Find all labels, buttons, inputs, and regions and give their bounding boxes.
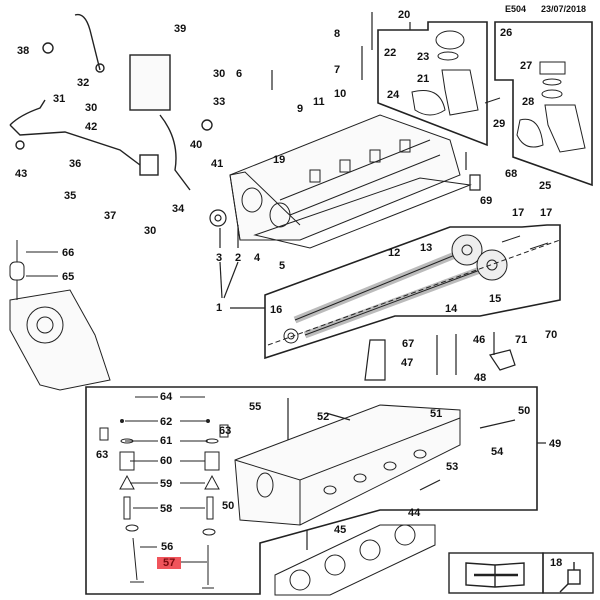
cam-cover-part bbox=[229, 114, 461, 241]
part-callout-7[interactable]: 7 bbox=[334, 64, 341, 76]
part-callout-16[interactable]: 16 bbox=[270, 304, 283, 316]
part-callout-51[interactable]: 51 bbox=[430, 408, 443, 420]
part-callout-17[interactable]: 17 bbox=[540, 207, 553, 219]
part-callout-39[interactable]: 39 bbox=[174, 23, 187, 35]
tool-box bbox=[542, 552, 594, 594]
part-callout-35[interactable]: 35 bbox=[64, 190, 77, 202]
part-callout-21[interactable]: 21 bbox=[417, 73, 430, 85]
part-callout-41[interactable]: 41 bbox=[211, 158, 224, 170]
part-callout-64[interactable]: 64 bbox=[160, 391, 173, 403]
part-callout-53[interactable]: 53 bbox=[446, 461, 459, 473]
part-callout-8[interactable]: 8 bbox=[334, 28, 341, 40]
part-callout-52[interactable]: 52 bbox=[317, 411, 330, 423]
part-callout-29[interactable]: 29 bbox=[493, 118, 506, 130]
camshafts bbox=[267, 234, 561, 346]
part-callout-50[interactable]: 50 bbox=[518, 405, 531, 417]
part-callout-44[interactable]: 44 bbox=[408, 507, 421, 519]
diagram-code: E504 bbox=[505, 4, 527, 14]
head-gasket-44 bbox=[274, 524, 436, 596]
part-callout-66[interactable]: 66 bbox=[62, 247, 75, 259]
part-callout-37[interactable]: 37 bbox=[104, 210, 117, 222]
part-callout-12[interactable]: 12 bbox=[388, 247, 401, 259]
part-callout-30[interactable]: 30 bbox=[213, 68, 226, 80]
part-callout-56[interactable]: 56 bbox=[161, 541, 174, 553]
part-callout-54[interactable]: 54 bbox=[491, 446, 504, 458]
part-callout-28[interactable]: 28 bbox=[522, 96, 535, 108]
part-callout-70[interactable]: 70 bbox=[545, 329, 558, 341]
timing-cover-part bbox=[9, 240, 111, 391]
seal-3 bbox=[209, 209, 227, 227]
diagram-date: 23/07/2018 bbox=[541, 4, 587, 14]
part-callout-32[interactable]: 32 bbox=[77, 77, 90, 89]
part-callout-24[interactable]: 24 bbox=[387, 89, 400, 101]
part-callout-23[interactable]: 23 bbox=[417, 51, 430, 63]
part-callout-55[interactable]: 55 bbox=[249, 401, 262, 413]
injector-tool-icon bbox=[559, 562, 581, 593]
part-callout-50[interactable]: 50 bbox=[222, 500, 235, 512]
group-box-49 bbox=[85, 386, 538, 595]
part-callout-46[interactable]: 46 bbox=[473, 334, 486, 346]
valve-train bbox=[99, 396, 229, 589]
bolts bbox=[271, 12, 516, 550]
part-callout-34[interactable]: 34 bbox=[172, 203, 185, 215]
part-callout-11[interactable]: 11 bbox=[313, 96, 325, 108]
part-callout-36[interactable]: 36 bbox=[69, 158, 82, 170]
part-callout-31[interactable]: 31 bbox=[53, 93, 66, 105]
part-callout-63[interactable]: 63 bbox=[96, 449, 109, 461]
cylinder-head-part bbox=[234, 404, 461, 526]
part-callout-6[interactable]: 6 bbox=[236, 68, 243, 80]
part-callout-67[interactable]: 67 bbox=[402, 338, 415, 350]
part-callout-61[interactable]: 61 bbox=[160, 435, 173, 447]
part-callout-27[interactable]: 27 bbox=[520, 60, 533, 72]
part-callout-19[interactable]: 19 bbox=[273, 154, 286, 166]
part-callout-15[interactable]: 15 bbox=[489, 293, 502, 305]
part-callout-20[interactable]: 20 bbox=[398, 9, 411, 21]
group-box-1 bbox=[264, 224, 561, 360]
part-callout-48[interactable]: 48 bbox=[474, 372, 487, 384]
part-callout-49[interactable]: 49 bbox=[549, 438, 562, 450]
part-callout-33[interactable]: 33 bbox=[213, 96, 226, 108]
part-callout-3[interactable]: 3 bbox=[216, 252, 223, 264]
part-callout-30[interactable]: 30 bbox=[144, 225, 157, 237]
breather-hoses bbox=[9, 13, 213, 191]
part-callout-13[interactable]: 13 bbox=[420, 242, 433, 254]
group-box-20 bbox=[377, 21, 488, 147]
part-callout-1[interactable]: 1 bbox=[216, 302, 223, 314]
part-callout-59[interactable]: 59 bbox=[160, 478, 173, 490]
group-box-25 bbox=[494, 21, 593, 187]
part-callout-45[interactable]: 45 bbox=[334, 524, 347, 536]
water-outlet-housing bbox=[516, 61, 586, 153]
part-callout-9[interactable]: 9 bbox=[297, 103, 304, 115]
part-callout-47[interactable]: 47 bbox=[401, 357, 414, 369]
part-callout-71[interactable]: 71 bbox=[515, 334, 528, 346]
part-callout-43[interactable]: 43 bbox=[15, 168, 28, 180]
part-callout-30[interactable]: 30 bbox=[85, 102, 98, 114]
thermostat-housing bbox=[411, 30, 501, 116]
part-callout-22[interactable]: 22 bbox=[384, 47, 397, 59]
part-callout-14[interactable]: 14 bbox=[445, 303, 458, 315]
part-callout-18[interactable]: 18 bbox=[550, 557, 563, 569]
part-callout-38[interactable]: 38 bbox=[17, 45, 30, 57]
part-callout-2[interactable]: 2 bbox=[235, 252, 242, 264]
part-callout-62[interactable]: 62 bbox=[160, 416, 173, 428]
part-callout-65[interactable]: 65 bbox=[62, 271, 75, 283]
part-callout-10[interactable]: 10 bbox=[334, 88, 347, 100]
part-callout-69[interactable]: 69 bbox=[480, 195, 493, 207]
part-callout-17[interactable]: 17 bbox=[512, 207, 525, 219]
part-callout-25[interactable]: 25 bbox=[539, 180, 552, 192]
part-callout-63[interactable]: 63 bbox=[219, 425, 232, 437]
part-callout-42[interactable]: 42 bbox=[85, 121, 98, 133]
part-callout-26[interactable]: 26 bbox=[500, 27, 513, 39]
part-callout-4[interactable]: 4 bbox=[254, 252, 261, 264]
service-manual-wrench-icon bbox=[465, 562, 525, 588]
part-callout-68[interactable]: 68 bbox=[505, 168, 518, 180]
part-callout-5[interactable]: 5 bbox=[279, 260, 286, 272]
part-callout-58[interactable]: 58 bbox=[160, 503, 173, 515]
part-callout-57[interactable]: 57 bbox=[157, 557, 182, 569]
part-callout-60[interactable]: 60 bbox=[160, 455, 173, 467]
part-callout-40[interactable]: 40 bbox=[190, 139, 203, 151]
